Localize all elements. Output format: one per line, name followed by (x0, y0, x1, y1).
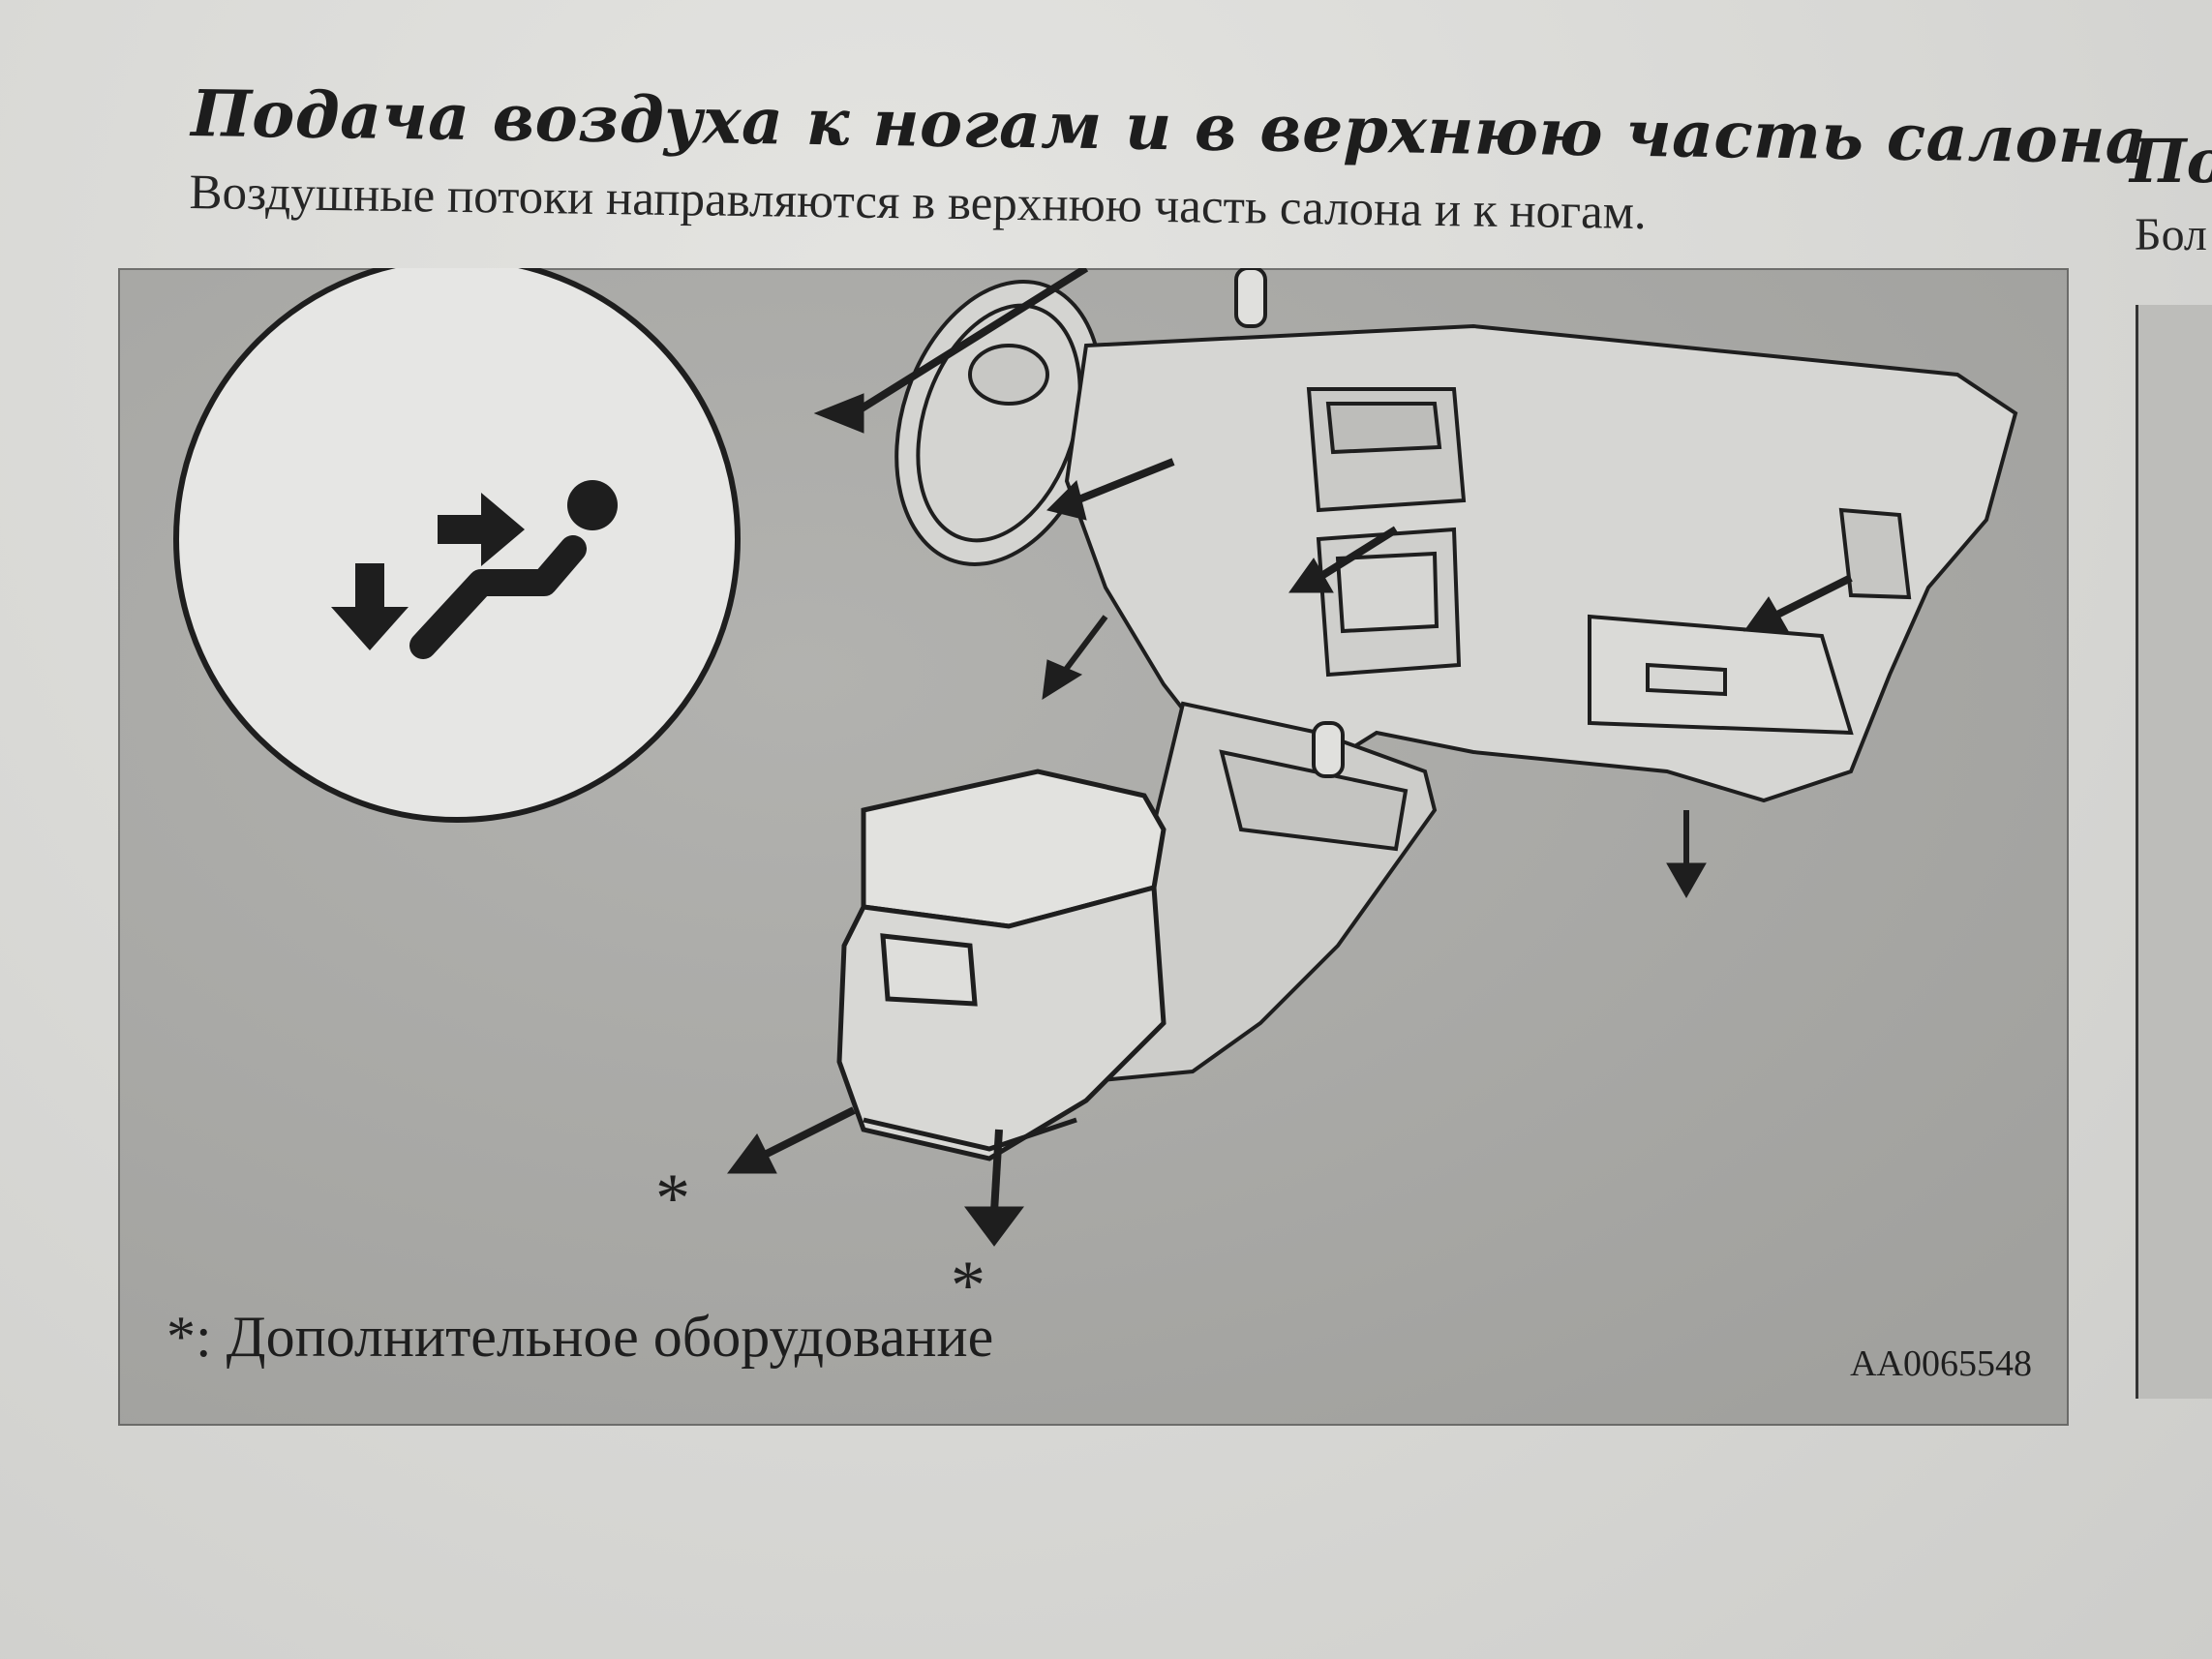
illustration-svg (118, 268, 2069, 1426)
airflow-illustration: * * *: Дополнительное оборудование AA006… (118, 268, 2069, 1426)
next-section-title-fragment: По (2130, 126, 2212, 196)
next-section-description-fragment: Бол (2135, 209, 2207, 260)
section-title: Подача воздуха к ногам и в верхнюю часть… (190, 75, 2148, 179)
rear-console-box (836, 769, 1167, 1161)
optional-equipment-mark-bottom: * (951, 1247, 985, 1324)
optional-equipment-footnote: *: Дополнительное оборудование (167, 1305, 994, 1369)
optional-equipment-mark-left: * (655, 1160, 690, 1237)
feet-and-face-airflow-icon (173, 268, 741, 823)
figure-code: AA0065548 (1850, 1343, 2032, 1384)
next-figure-edge (2136, 305, 2212, 1399)
airflow-arrows (727, 268, 1853, 1247)
dashboard (1064, 323, 2018, 803)
section-description: Воздушные потоки направляются в верхнюю … (189, 165, 1648, 241)
